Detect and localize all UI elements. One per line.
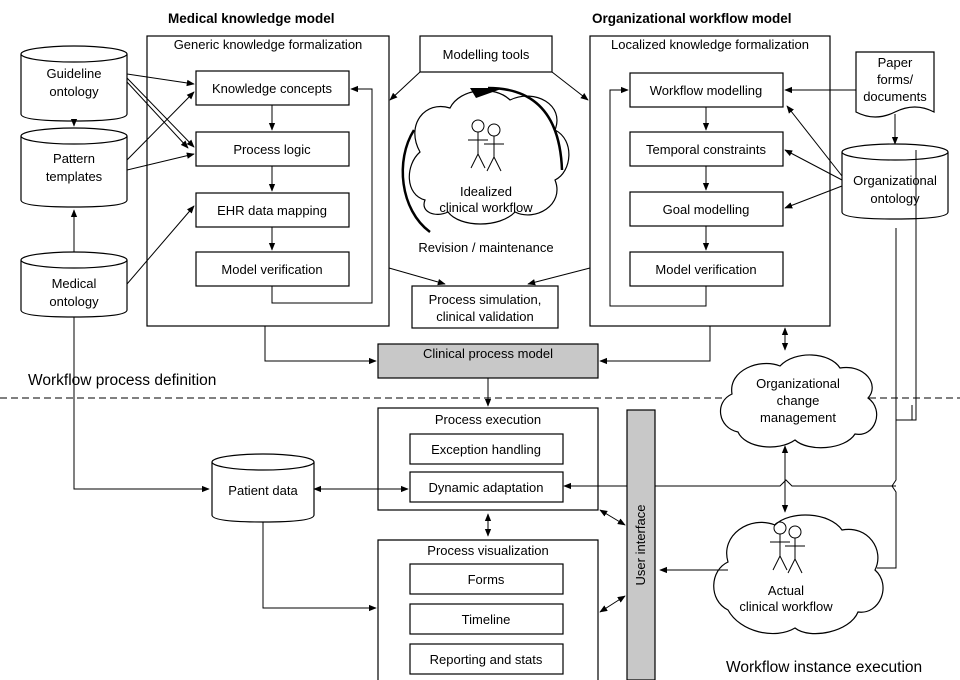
user-interface-bar[interactable]: User interface bbox=[626, 409, 656, 680]
person-icon bbox=[468, 119, 504, 172]
timeline-box[interactable]: Timeline bbox=[409, 603, 564, 635]
revision-arc-right bbox=[487, 86, 564, 171]
svg-text:Clinical process model: Clinical process model bbox=[423, 346, 553, 361]
dynamic-adaptation-box[interactable]: Dynamic adaptation bbox=[409, 471, 564, 503]
svg-text:ontology: ontology bbox=[49, 294, 99, 309]
svg-text:ontology: ontology bbox=[49, 84, 99, 99]
svg-text:templates: templates bbox=[46, 169, 103, 184]
idealized-workflow-cloud: Idealized clinical workflow bbox=[408, 89, 570, 225]
paper-forms-document[interactable]: Paper forms/ documents bbox=[855, 51, 935, 118]
medical-ontology-store[interactable]: Medical ontology bbox=[20, 251, 128, 318]
workflow-instance-execution-label: Workflow instance execution bbox=[726, 659, 922, 676]
svg-text:clinical workflow: clinical workflow bbox=[739, 599, 833, 614]
process-visualization-title: Process visualization bbox=[427, 543, 548, 558]
svg-text:User interface: User interface bbox=[633, 505, 648, 586]
modelling-tools-box[interactable]: Modelling tools bbox=[419, 35, 553, 73]
svg-text:Timeline: Timeline bbox=[462, 612, 511, 627]
org-step-workflow-modelling[interactable]: Workflow modelling bbox=[629, 72, 784, 108]
org-step-temporal-constraints[interactable]: Temporal constraints bbox=[629, 131, 784, 167]
svg-text:Organizational: Organizational bbox=[756, 376, 840, 391]
svg-text:Knowledge concepts: Knowledge concepts bbox=[212, 81, 332, 96]
svg-text:Goal modelling: Goal modelling bbox=[663, 202, 750, 217]
reporting-stats-box[interactable]: Reporting and stats bbox=[409, 643, 564, 675]
guideline-ontology-store[interactable]: Guideline ontology bbox=[20, 45, 128, 122]
medical-step-process-logic[interactable]: Process logic bbox=[195, 131, 350, 167]
svg-text:clinical validation: clinical validation bbox=[436, 309, 534, 324]
org-step-model-verification[interactable]: Model verification bbox=[629, 251, 784, 287]
organizational-ontology-store[interactable]: Organizational ontology bbox=[841, 143, 949, 220]
svg-text:Process simulation,: Process simulation, bbox=[429, 292, 542, 307]
actual-workflow-cloud: Actual clinical workflow bbox=[713, 514, 884, 635]
svg-text:Patient data: Patient data bbox=[228, 483, 298, 498]
ontology-branch bbox=[896, 405, 913, 421]
person-icon bbox=[770, 521, 805, 574]
svg-text:Process logic: Process logic bbox=[233, 142, 311, 157]
svg-text:Workflow modelling: Workflow modelling bbox=[650, 83, 762, 98]
revision-arc-left bbox=[401, 129, 431, 234]
svg-text:Temporal constraints: Temporal constraints bbox=[646, 142, 766, 157]
clinical-process-model-box[interactable]: Clinical process model bbox=[377, 343, 599, 379]
medical-step-knowledge-concepts[interactable]: Knowledge concepts bbox=[195, 70, 350, 106]
generic-knowledge-frame bbox=[146, 35, 390, 327]
revision-arrow-head-icon bbox=[470, 88, 504, 98]
svg-text:Guideline: Guideline bbox=[47, 66, 102, 81]
ontology-to-actual-line bbox=[877, 228, 897, 569]
svg-text:clinical workflow: clinical workflow bbox=[439, 200, 533, 215]
exception-handling-box[interactable]: Exception handling bbox=[409, 433, 564, 465]
revision-maintenance-label: Revision / maintenance bbox=[418, 240, 553, 255]
process-execution-frame bbox=[377, 407, 599, 511]
svg-text:Medical: Medical bbox=[52, 276, 97, 291]
medical-step-ehr-data-mapping[interactable]: EHR data mapping bbox=[195, 192, 350, 228]
change-management-cloud: Organizational change management bbox=[719, 354, 878, 449]
process-simulation-box[interactable]: Process simulation, clinical validation bbox=[411, 285, 559, 329]
medical-step-model-verification[interactable]: Model verification bbox=[195, 251, 350, 287]
medical-knowledge-model-header: Medical knowledge model bbox=[168, 11, 335, 26]
svg-text:Dynamic adaptation: Dynamic adaptation bbox=[429, 480, 544, 495]
organizational-workflow-model-header: Organizational workflow model bbox=[592, 11, 792, 26]
svg-text:Pattern: Pattern bbox=[53, 151, 95, 166]
process-visualization-frame bbox=[377, 539, 599, 680]
svg-text:Modelling tools: Modelling tools bbox=[443, 47, 530, 62]
svg-text:change: change bbox=[777, 393, 820, 408]
svg-text:Idealized: Idealized bbox=[460, 184, 512, 199]
svg-text:Actual: Actual bbox=[768, 583, 804, 598]
svg-text:documents: documents bbox=[863, 89, 927, 104]
org-step-goal-modelling[interactable]: Goal modelling bbox=[629, 191, 784, 227]
svg-text:Model verification: Model verification bbox=[655, 262, 756, 277]
pattern-templates-store[interactable]: Pattern templates bbox=[20, 127, 128, 208]
svg-text:Forms: Forms bbox=[468, 572, 505, 587]
svg-text:EHR data mapping: EHR data mapping bbox=[217, 203, 327, 218]
svg-text:management: management bbox=[760, 410, 836, 425]
svg-text:forms/: forms/ bbox=[877, 72, 914, 87]
process-execution-title: Process execution bbox=[435, 412, 541, 427]
svg-text:Model verification: Model verification bbox=[221, 262, 322, 277]
svg-text:Reporting and stats: Reporting and stats bbox=[430, 652, 543, 667]
svg-text:ontology: ontology bbox=[870, 191, 920, 206]
forms-box[interactable]: Forms bbox=[409, 563, 564, 595]
svg-text:Organizational: Organizational bbox=[853, 173, 937, 188]
generic-knowledge-title: Generic knowledge formalization bbox=[174, 37, 363, 52]
svg-text:Paper: Paper bbox=[878, 55, 913, 70]
localized-knowledge-title: Localized knowledge formalization bbox=[611, 37, 809, 52]
svg-text:Exception handling: Exception handling bbox=[431, 442, 541, 457]
patient-data-store[interactable]: Patient data bbox=[211, 453, 315, 523]
workflow-process-definition-label: Workflow process definition bbox=[28, 372, 216, 389]
